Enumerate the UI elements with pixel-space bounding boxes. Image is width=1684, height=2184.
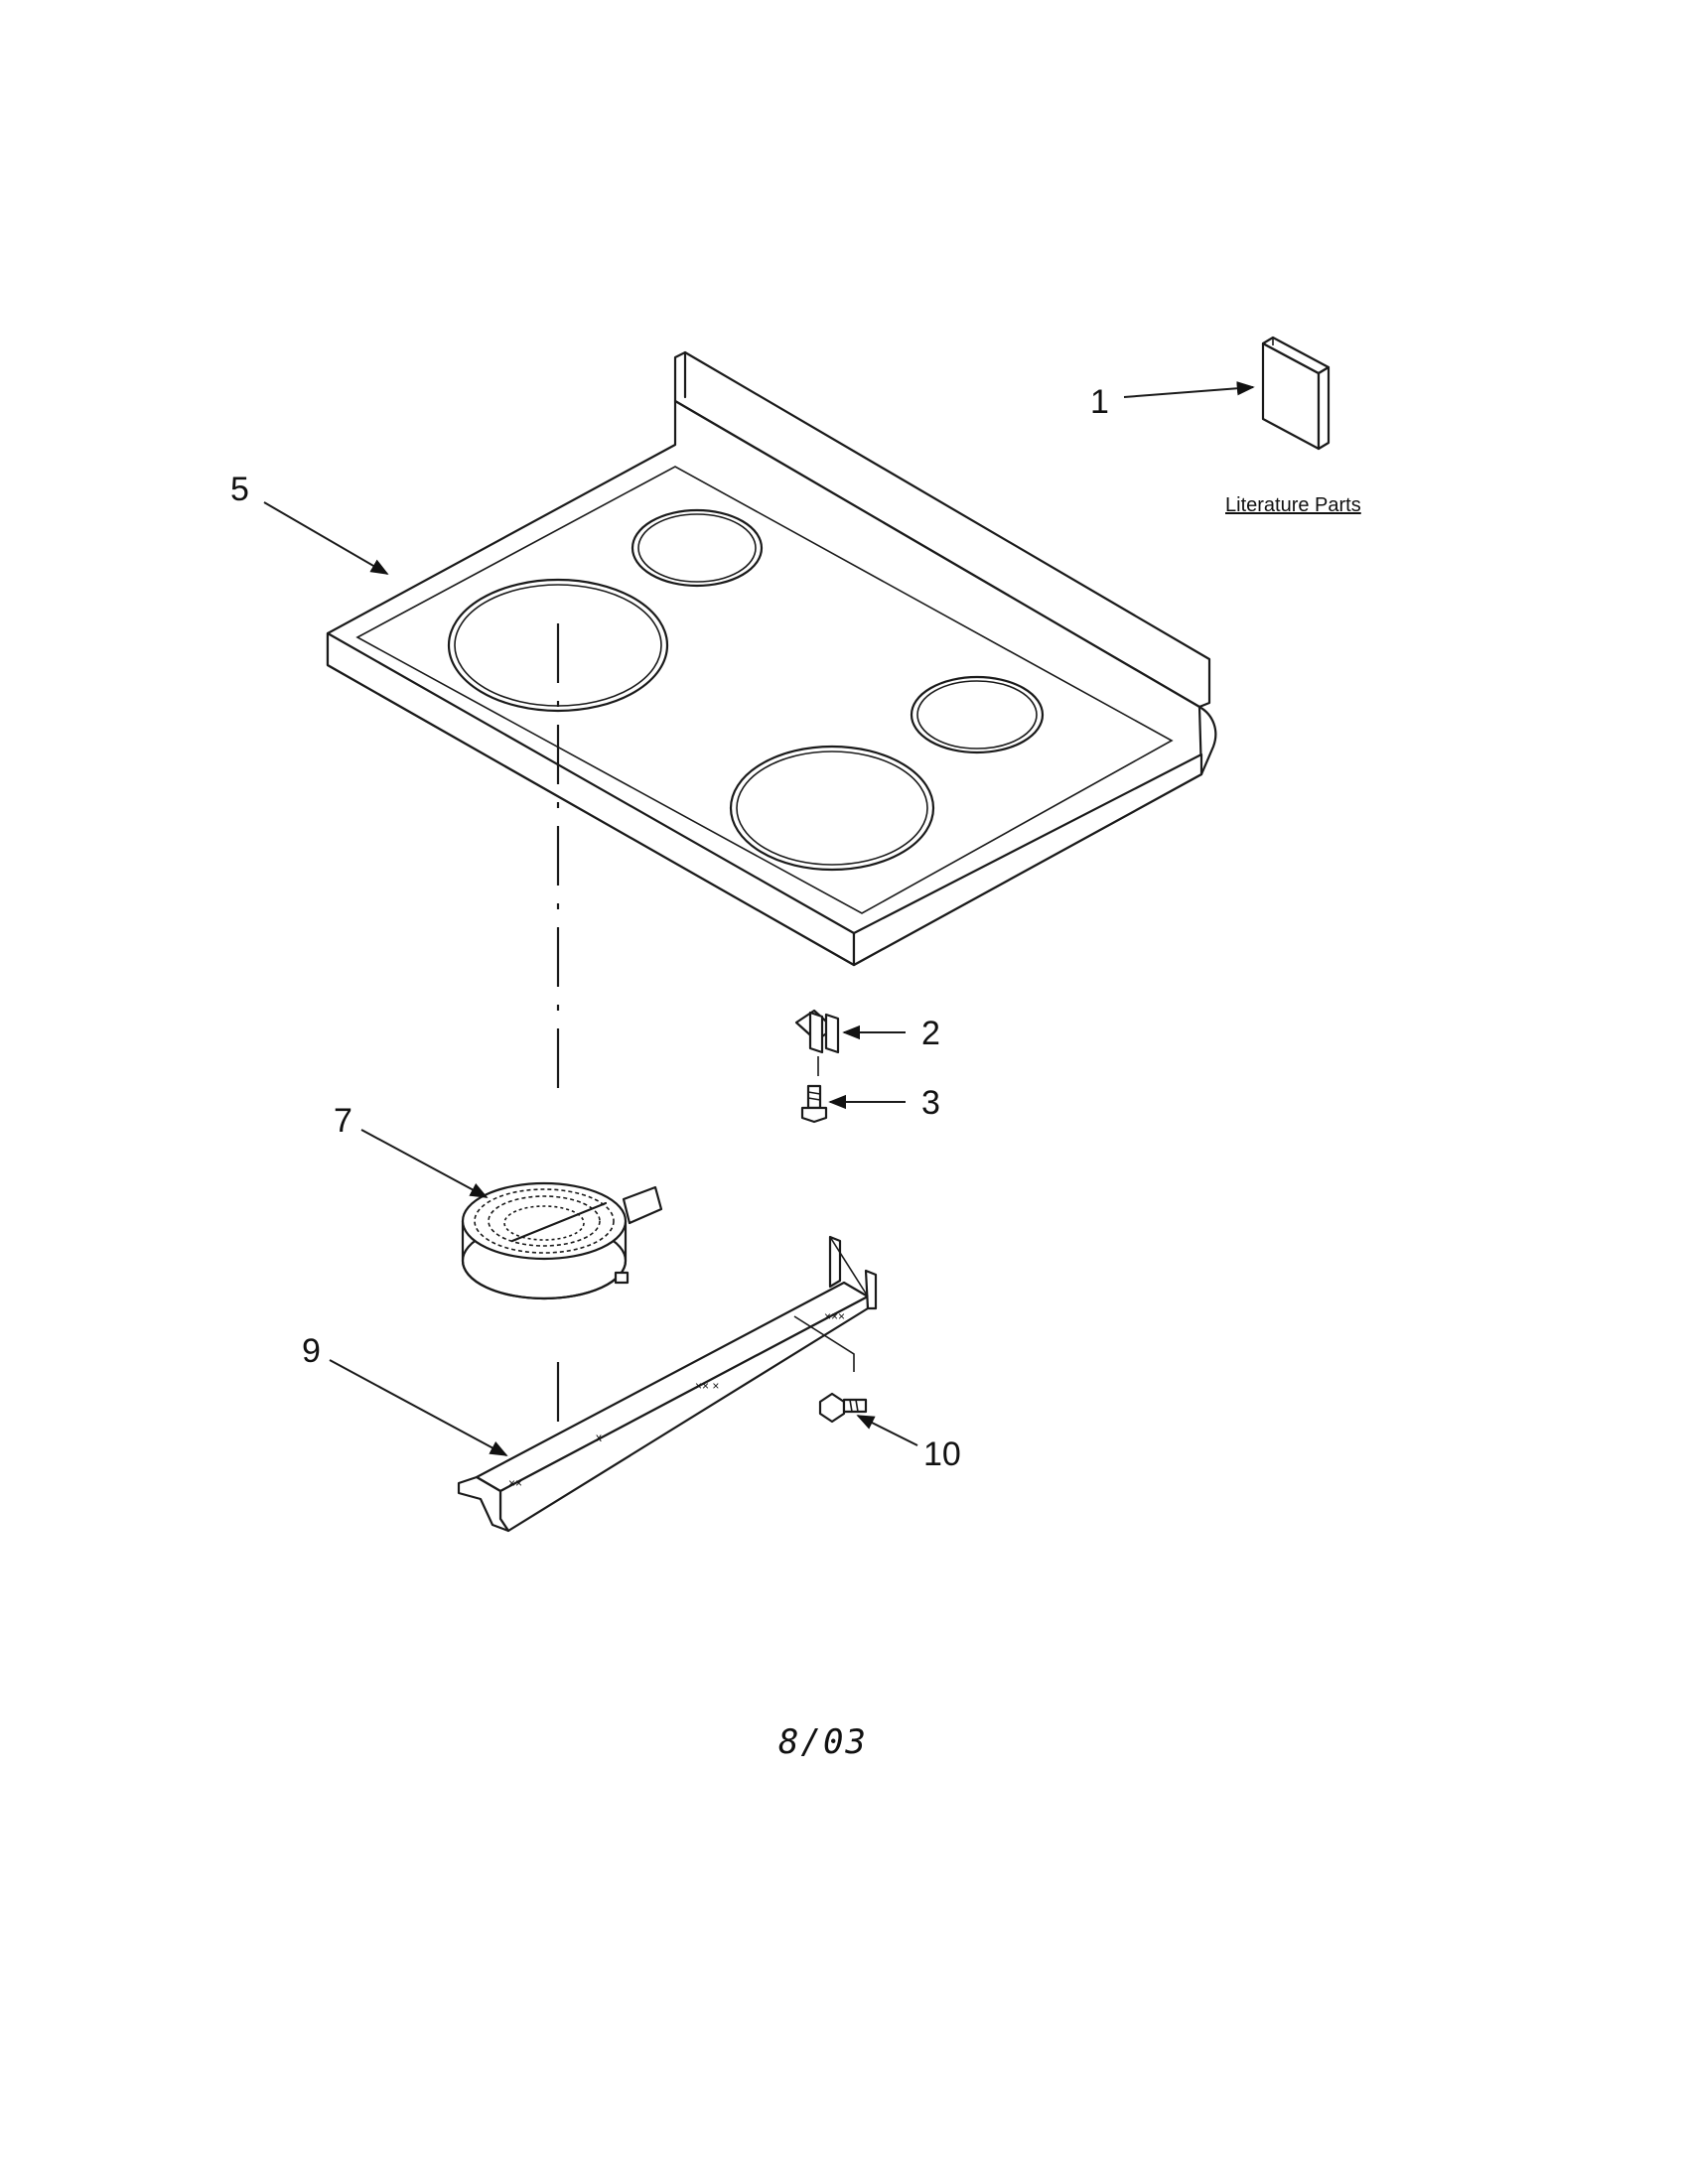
leader-5 (263, 501, 389, 575)
svg-text:××: ×× (508, 1476, 522, 1490)
svg-text:x: x (596, 1431, 602, 1444)
leader-1 (1123, 381, 1255, 398)
bracket-channel-icon: x ×× × ××× ×× (457, 1235, 878, 1533)
svg-text:×××: ××× (824, 1309, 845, 1323)
callout-3: 3 (921, 1084, 940, 1122)
screw-icon (800, 1084, 828, 1124)
callout-5: 5 (230, 471, 249, 508)
literature-parts-label: Literature Parts (1225, 494, 1361, 516)
clip-icon (794, 1009, 840, 1076)
cooktop-icon (326, 350, 1217, 967)
svg-text:×× ×: ×× × (695, 1379, 719, 1393)
callout-10: 10 (923, 1435, 961, 1473)
leader-9 (329, 1359, 508, 1456)
callout-2: 2 (921, 1015, 940, 1052)
radiant-element-icon (461, 1181, 663, 1300)
leader-10 (856, 1415, 918, 1446)
literature-booklet-icon (1261, 336, 1331, 451)
date-code: 8/03 (778, 1722, 868, 1762)
callout-9: 9 (302, 1332, 321, 1370)
callout-7: 7 (334, 1102, 352, 1140)
leader-7 (360, 1129, 489, 1198)
bolt-icon (818, 1392, 868, 1424)
callout-1: 1 (1090, 383, 1109, 421)
